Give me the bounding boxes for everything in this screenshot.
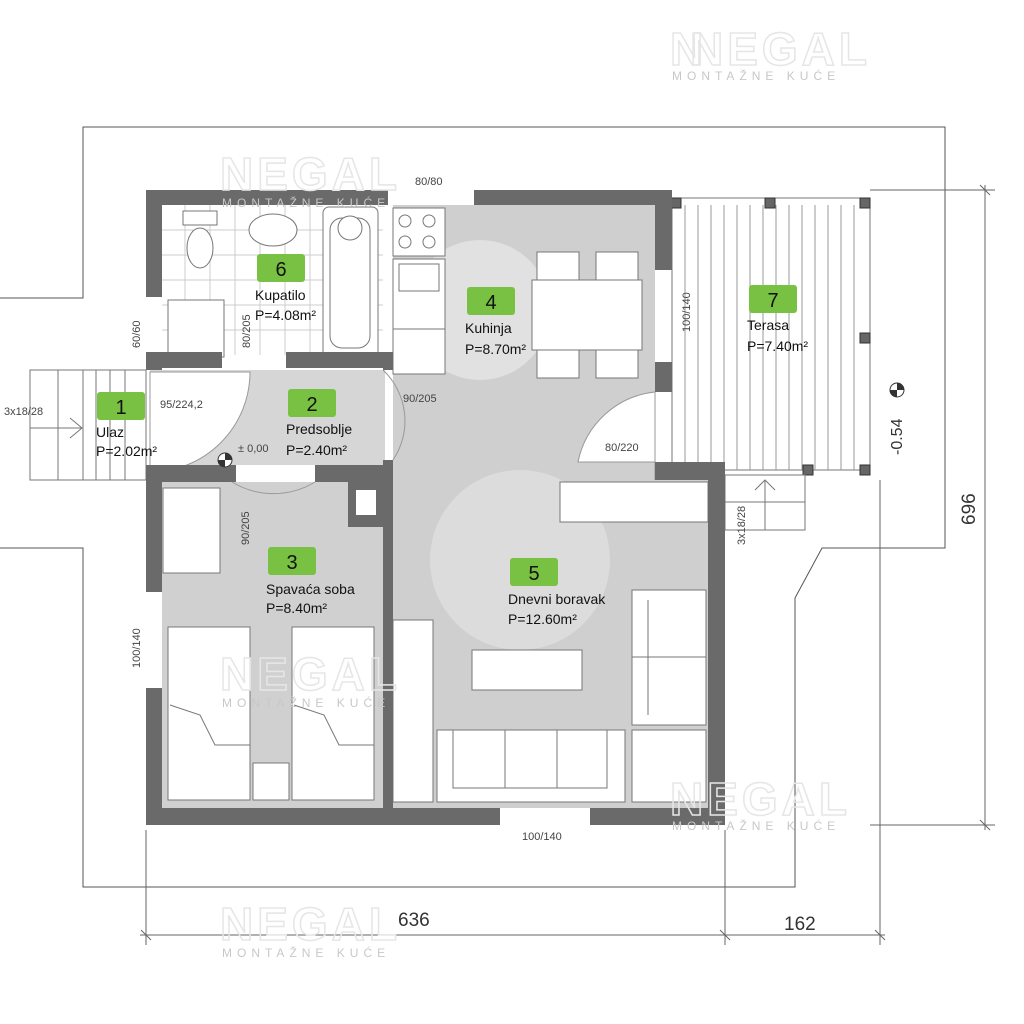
terrace-window-label: 100/140 xyxy=(681,292,693,332)
terrace-width-dimension: 162 xyxy=(784,914,816,935)
svg-text:MONTAŽNE KUĆE: MONTAŽNE KUĆE xyxy=(672,818,840,833)
svg-text:6: 6 xyxy=(275,259,286,281)
door-swings xyxy=(149,369,656,495)
entry-door-label: 95/224,2 xyxy=(160,399,203,411)
svg-text:2: 2 xyxy=(306,394,317,416)
svg-text:P=4.08m²: P=4.08m² xyxy=(255,307,316,323)
svg-text:1: 1 xyxy=(115,397,126,419)
terrace xyxy=(670,197,871,531)
terrace-door-label: 80/220 xyxy=(605,442,639,454)
svg-text:NEGAL: NEGAL xyxy=(690,23,871,75)
svg-text:5: 5 xyxy=(528,563,539,585)
svg-text:4: 4 xyxy=(485,292,496,314)
dimension-lines xyxy=(140,184,995,945)
svg-text:Dnevni boravak: Dnevni boravak xyxy=(508,591,606,607)
svg-text:MONTAŽNE KUĆE: MONTAŽNE KUĆE xyxy=(222,695,390,710)
living-window-label: 100/140 xyxy=(522,831,562,843)
kitchen-door-label: 90/205 xyxy=(403,393,437,405)
svg-text:Spavaća soba: Spavaća soba xyxy=(266,581,355,597)
svg-text:NEGAL: NEGAL xyxy=(220,898,401,950)
level-marker-terrace xyxy=(889,382,905,398)
svg-text:P=8.40m²: P=8.40m² xyxy=(266,600,327,616)
walls xyxy=(146,190,725,825)
svg-text:Terasa: Terasa xyxy=(747,317,789,333)
bath-window-label: 60/60 xyxy=(131,320,143,348)
terrace-stairs-label: 3x18/28 xyxy=(736,506,748,545)
entry-stairs xyxy=(29,369,147,481)
svg-text:Kupatilo: Kupatilo xyxy=(255,287,306,303)
svg-text:P=8.70m²: P=8.70m² xyxy=(465,341,526,357)
svg-text:MONTAŽNE KUĆE: MONTAŽNE KUĆE xyxy=(222,195,390,210)
svg-text:3: 3 xyxy=(286,552,297,574)
svg-text:NEGAL: NEGAL xyxy=(670,773,851,825)
floor-level-label: ± 0,00 xyxy=(238,443,269,455)
svg-text:P=2.02m²: P=2.02m² xyxy=(96,443,157,459)
svg-text:N: N xyxy=(670,23,707,75)
main-width-dimension: 636 xyxy=(398,910,430,931)
svg-text:Ulaz: Ulaz xyxy=(96,424,124,440)
svg-text:NEGAL: NEGAL xyxy=(220,148,401,200)
svg-text:NEGAL: NEGAL xyxy=(220,648,401,700)
top-window-label: 80/80 xyxy=(415,176,443,188)
svg-text:MONTAŽNE KUĆE: MONTAŽNE KUĆE xyxy=(672,68,840,83)
svg-text:P=2.40m²: P=2.40m² xyxy=(286,442,347,458)
bedroom-window-label: 100/140 xyxy=(131,628,143,668)
bedroom-door-label: 90/205 xyxy=(240,511,252,545)
svg-text:Predsoblje: Predsoblje xyxy=(286,421,352,437)
terrace-level-label: -0.54 xyxy=(889,418,906,455)
roof-outline xyxy=(0,126,946,888)
bath-door-label: 80/205 xyxy=(241,314,253,348)
furniture xyxy=(162,206,709,803)
svg-text:P=12.60m²: P=12.60m² xyxy=(508,611,577,627)
level-marker-floor xyxy=(217,452,233,468)
svg-text:MONTAŽNE KUĆE: MONTAŽNE KUĆE xyxy=(222,945,390,960)
svg-text:Kuhinja: Kuhinja xyxy=(465,320,512,336)
svg-text:P=7.40m²: P=7.40m² xyxy=(747,338,808,354)
svg-text:7: 7 xyxy=(767,290,778,312)
depth-dimension: 696 xyxy=(959,493,980,525)
entry-stairs-label: 3x18/28 xyxy=(4,406,43,418)
